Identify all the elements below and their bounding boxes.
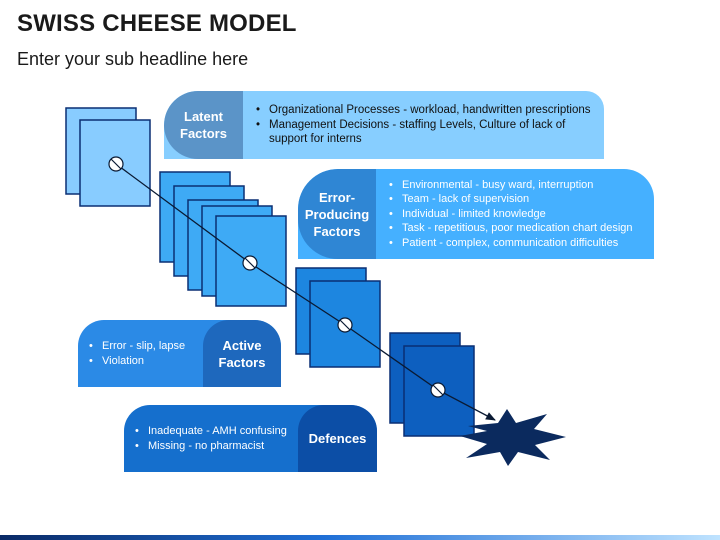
error-producing-factors-title: Error- Producing Factors [298, 169, 376, 259]
hole-icon [108, 156, 124, 172]
list-item: Individual - limited knowledge [388, 207, 633, 222]
defences-list: Inadequate - AMH confusing Missing - no … [134, 424, 287, 453]
list-item: Inadequate - AMH confusing [134, 424, 287, 439]
defences-title: Defences [298, 405, 377, 472]
layer-group-active [295, 267, 381, 368]
latent-factors-box: Latent Factors Organizational Processes … [164, 91, 604, 159]
latent-factors-title-text: Latent Factors [180, 109, 227, 141]
defences-body: Inadequate - AMH confusing Missing - no … [124, 405, 298, 472]
active-factors-title: Active Factors [203, 320, 281, 387]
error-producing-factors-body: Environmental - busy ward, interruption … [376, 169, 654, 259]
list-item: Team - lack of supervision [388, 192, 633, 207]
list-item: Management Decisions - staffing Levels, … [255, 118, 569, 147]
starburst-icon [460, 409, 566, 466]
active-factors-body: Error - slip, lapse Violation [78, 320, 203, 387]
list-item: Organizational Processes - workload, han… [255, 103, 591, 118]
hole-icon [242, 255, 258, 271]
error-producing-factors-title-text: Error- Producing Factors [304, 189, 370, 239]
layer-group-latent [65, 107, 151, 207]
defences-box: Inadequate - AMH confusing Missing - no … [124, 405, 377, 472]
list-item: Error - slip, lapse [88, 339, 185, 354]
active-factors-list: Error - slip, lapse Violation [88, 339, 185, 368]
hole-icon [337, 317, 353, 333]
footer-gradient-bar [0, 535, 720, 540]
layer-group-error-producing [159, 171, 287, 307]
list-item: Violation [88, 354, 185, 369]
active-factors-title-text: Active Factors [218, 337, 266, 370]
latent-factors-body: Organizational Processes - workload, han… [243, 91, 604, 159]
error-producing-factors-box: Error- Producing Factors Environmental -… [298, 169, 654, 259]
latent-factors-title: Latent Factors [164, 91, 243, 159]
list-item: Task - repetitious, poor medication char… [388, 221, 633, 236]
hole-icon [430, 382, 446, 398]
active-factors-box: Error - slip, lapse Violation Active Fac… [78, 320, 281, 387]
list-item: Environmental - busy ward, interruption [388, 178, 633, 193]
latent-factors-list: Organizational Processes - workload, han… [255, 103, 591, 147]
layer-group-defences [389, 332, 475, 437]
page-title: SWISS CHEESE MODEL [17, 10, 297, 37]
cheese-layer [79, 119, 151, 207]
list-item: Missing - no pharmacist [134, 439, 287, 454]
defences-title-text: Defences [308, 431, 367, 446]
error-producing-factors-list: Environmental - busy ward, interruption … [388, 178, 633, 251]
list-item: Patient - complex, communication difficu… [388, 236, 633, 251]
page-subtitle: Enter your sub headline here [17, 49, 249, 69]
